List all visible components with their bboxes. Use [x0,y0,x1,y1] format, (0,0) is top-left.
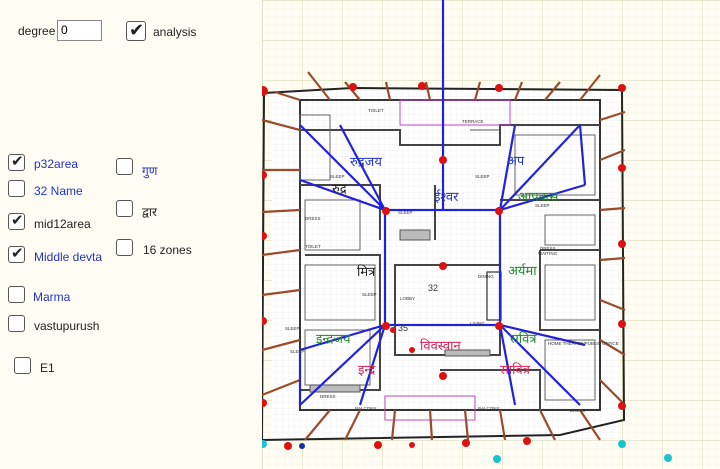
zones16-label: 16 zones [143,243,192,257]
room-label: DRESS [320,394,336,399]
check-icon: ✔ [11,152,24,170]
terrace-outline [399,99,511,126]
mid12area-label: mid12area [34,217,91,231]
analysis-checkbox[interactable]: ✔ [126,21,146,41]
check-icon: ✔ [129,20,145,41]
vastupurush-label: vastupurush [34,319,100,333]
room-label: SLEEP [398,210,413,215]
devta-label: विवस्वान [420,338,461,354]
control-panel: degree 0 ✔ analysis ✔ p32area 32 Name ✔ … [0,0,262,469]
room-label: WAITING [538,251,558,256]
e1-checkbox[interactable] [14,357,31,374]
devta-label: अर्यमा [508,263,537,279]
inner-wall-top [300,124,600,146]
plan-numbers: 32 35 [398,283,438,333]
gun-label: गुण [142,164,158,178]
devta-label: इन्द्रजय [316,332,351,347]
room-label: LOBBY [400,296,415,301]
number-label: 32 [428,283,438,293]
devta-label: इन्द्र [358,363,376,378]
room-label: TERRACE [462,119,484,124]
room-label: TOILET [305,244,321,249]
devta-label: सावित्र [500,362,531,378]
room-label: TOILET [368,108,384,113]
room-label: BALCONY [355,406,377,411]
room-label: DRESS [540,246,556,251]
marma-label: Marma [33,290,71,304]
devta-labels: रुद्रजय रुद्र ईश्वर अप आपवत्स अर्यमा मित… [316,154,559,378]
room-label: BALCONY [478,406,500,411]
devta-label: आपवत्स [518,190,559,205]
room-label: SLEEP [290,349,305,354]
vastupurush-checkbox[interactable] [8,315,25,332]
degree-input[interactable]: 0 [57,20,102,41]
room-label: HOME THEATRE/PUBLIC OFFICE [548,341,619,346]
devta-lines [298,0,587,406]
room-label: DRESS [305,216,321,221]
room-label: LIVING [470,321,485,326]
middle-devta-label: Middle devta [34,250,103,264]
degree-label: degree [18,24,56,38]
drawing-canvas[interactable]: TOILET TERRACE SLEEP SLEEP SLEEP SLEEP D… [262,0,720,469]
name32-checkbox[interactable] [8,180,25,197]
number-label: 35 [398,323,408,333]
gun-checkbox[interactable] [116,158,133,175]
inner-walls-right [440,249,600,410]
devta-label: ईश्वर [434,189,459,205]
room-label: SLEEP [475,174,490,179]
room-label: SLEEP [362,292,377,297]
devta-label: रुद्र [332,182,348,197]
e1-label: E1 [40,361,55,375]
room-label: SLEEP [285,326,300,331]
room-label: DINING [478,274,494,279]
marma-checkbox[interactable] [8,286,25,303]
dwar-checkbox[interactable] [116,200,133,217]
devta-label: रुद्रजय [350,155,382,170]
p32area-label: p32area [34,157,79,171]
dwar-label: द्वार [142,205,157,219]
devta-label: अप [507,154,525,169]
room-labels: TOILET TERRACE SLEEP SLEEP SLEEP SLEEP D… [285,108,619,413]
zones16-checkbox[interactable] [116,239,133,256]
inner-walls-mid [300,184,600,240]
check-icon: ✔ [11,211,24,229]
p32area-checkbox[interactable]: ✔ [8,152,25,171]
room-details [299,114,596,401]
room-label: SLEEP [330,174,345,179]
marma-lines [262,71,626,441]
room-label: SLEEP [535,203,550,208]
name32-label: 32 Name [34,184,83,198]
middle-devta-checkbox[interactable]: ✔ [8,244,25,263]
analysis-label: analysis [153,25,197,39]
mid12area-checkbox[interactable]: ✔ [8,211,25,230]
anchor-points [262,440,672,463]
devta-label: मित्र [357,264,376,280]
marma-points [262,82,626,450]
furniture-details [309,129,500,393]
devta-label: सवित्र [510,331,537,347]
room-label: DRESS [570,408,586,413]
check-icon: ✔ [11,244,24,262]
